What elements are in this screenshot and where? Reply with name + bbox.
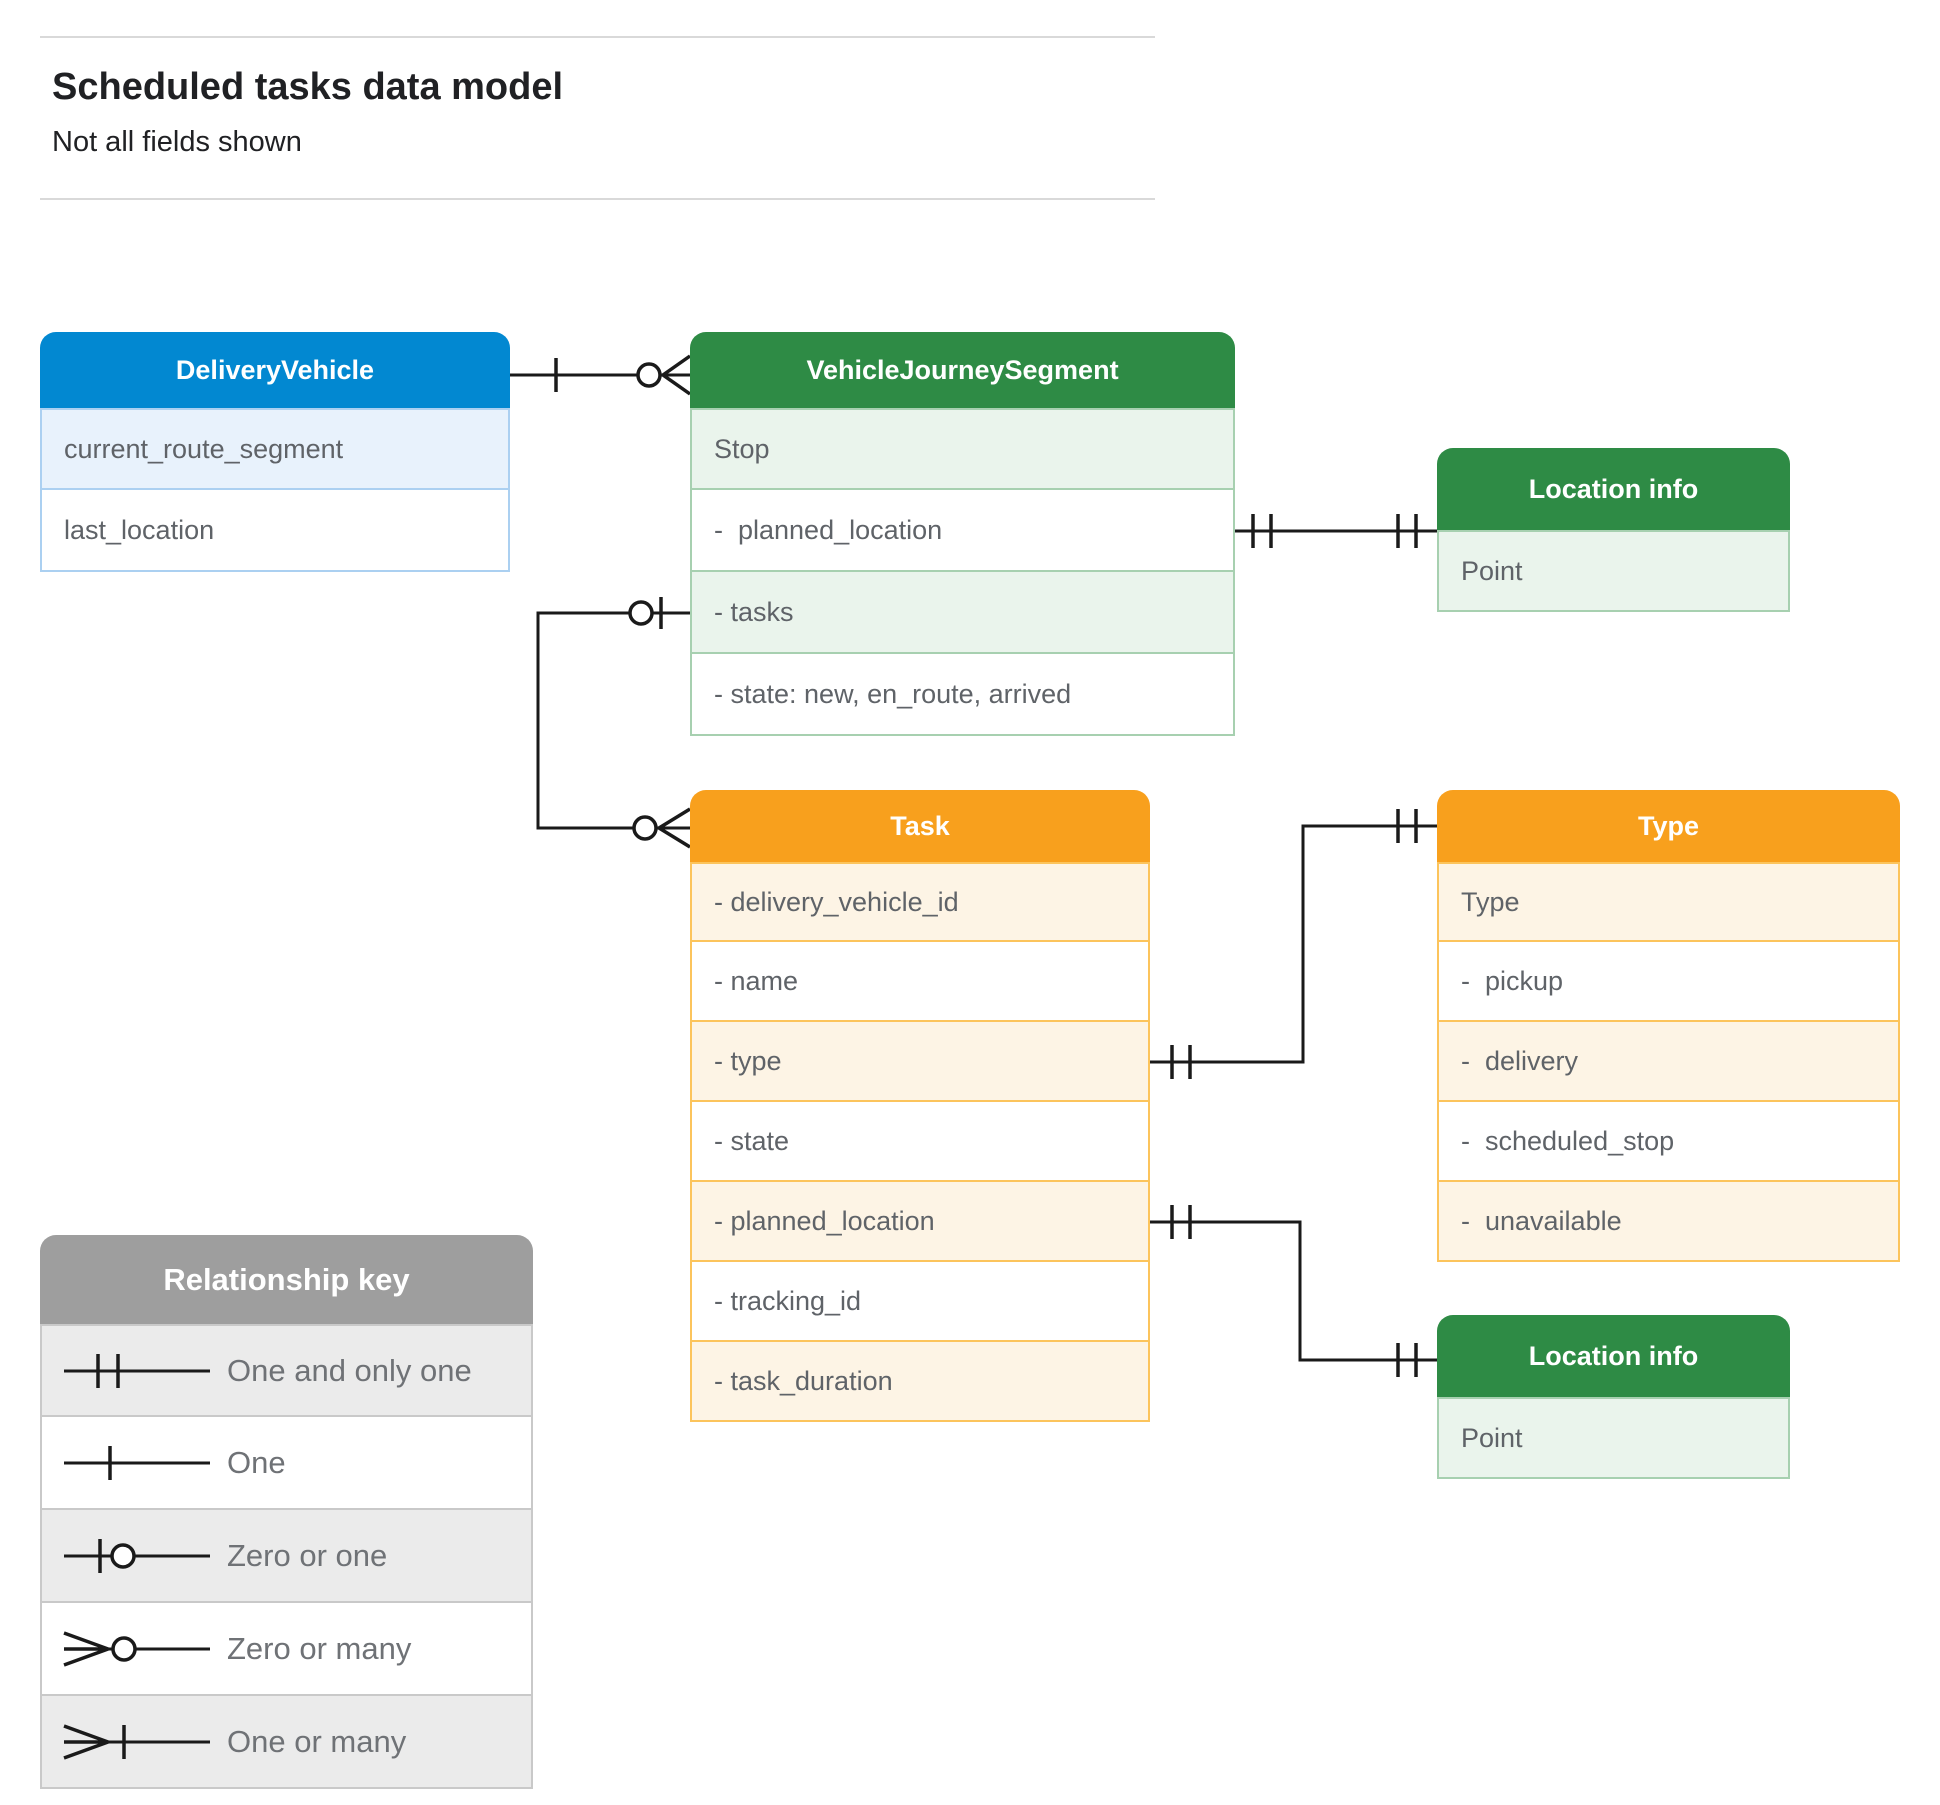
- relationship-task-locationinfo: [1150, 1205, 1437, 1377]
- entity-type: Type Type - pickup - delivery - schedule…: [1437, 790, 1900, 1262]
- entity-vehicle-journey-segment-title: VehicleJourneySegment: [690, 332, 1235, 408]
- one-or-many-icon: [42, 1717, 227, 1767]
- entity-type-title: Type: [1437, 790, 1900, 862]
- field-tracking-id: - tracking_id: [690, 1262, 1150, 1342]
- field-point-top: Point: [1437, 530, 1790, 612]
- page-subtitle: Not all fields shown: [52, 126, 302, 158]
- relationship-key-title: Relationship key: [40, 1235, 533, 1324]
- field-scheduled-stop: - scheduled_stop: [1437, 1102, 1900, 1182]
- relationship-key: Relationship key One and only one One: [40, 1235, 533, 1789]
- relationship-vehiclejourneysegment-locationinfo: [1235, 514, 1437, 548]
- field-stop: Stop: [690, 408, 1235, 490]
- legend-item-one-and-only-one: One and only one: [40, 1324, 533, 1417]
- page-title: Scheduled tasks data model: [52, 66, 564, 108]
- zero-or-many-icon: [42, 1624, 227, 1674]
- one-icon: [42, 1438, 227, 1488]
- field-unavailable: - unavailable: [1437, 1182, 1900, 1262]
- legend-item-one-or-many: One or many: [40, 1696, 533, 1789]
- entity-delivery-vehicle: DeliveryVehicle current_route_segment la…: [40, 332, 510, 572]
- field-task-state: - state: [690, 1102, 1150, 1182]
- field-tasks: - tasks: [690, 572, 1235, 654]
- field-state: - state: new, en_route, arrived: [690, 654, 1235, 736]
- entity-location-info-bottom: Location info Point: [1437, 1315, 1790, 1479]
- field-type: - type: [690, 1022, 1150, 1102]
- legend-item-zero-or-one: Zero or one: [40, 1510, 533, 1603]
- entity-delivery-vehicle-title: DeliveryVehicle: [40, 332, 510, 408]
- field-delivery-vehicle-id: - delivery_vehicle_id: [690, 862, 1150, 942]
- legend-label: One and only one: [227, 1352, 472, 1388]
- field-last-location: last_location: [40, 490, 510, 572]
- legend-item-zero-or-many: Zero or many: [40, 1603, 533, 1696]
- title-divider: [40, 198, 1155, 200]
- legend-label: One: [227, 1444, 286, 1480]
- legend-label: Zero or many: [227, 1630, 412, 1666]
- entity-vehicle-journey-segment: VehicleJourneySegment Stop - planned_loc…: [690, 332, 1235, 736]
- field-task-duration: - task_duration: [690, 1342, 1150, 1422]
- relationship-vehiclejourneysegment-task: [536, 597, 691, 849]
- zero-or-one-icon: [42, 1531, 227, 1581]
- entity-location-info-top: Location info Point: [1437, 448, 1790, 612]
- field-name: - name: [690, 942, 1150, 1022]
- field-pickup: - pickup: [1437, 942, 1900, 1022]
- entity-task: Task - delivery_vehicle_id - name - type…: [690, 790, 1150, 1422]
- relationship-deliveryvehicle-vehiclejourneysegment: [510, 354, 692, 396]
- legend-label: One or many: [227, 1723, 407, 1759]
- legend-label: Zero or one: [227, 1537, 388, 1573]
- field-point-bottom: Point: [1437, 1397, 1790, 1479]
- field-task-planned-location: - planned_location: [690, 1182, 1150, 1262]
- top-divider: [40, 36, 1155, 38]
- entity-task-title: Task: [690, 790, 1150, 862]
- one-and-only-one-icon: [42, 1346, 227, 1396]
- relationship-task-type: [1150, 809, 1437, 1079]
- field-planned-location: - planned_location: [690, 490, 1235, 572]
- legend-item-one: One: [40, 1417, 533, 1510]
- entity-location-info-top-title: Location info: [1437, 448, 1790, 530]
- field-delivery: - delivery: [1437, 1022, 1900, 1102]
- entity-location-info-bottom-title: Location info: [1437, 1315, 1790, 1397]
- field-type-name: Type: [1437, 862, 1900, 942]
- field-current-route-segment: current_route_segment: [40, 408, 510, 490]
